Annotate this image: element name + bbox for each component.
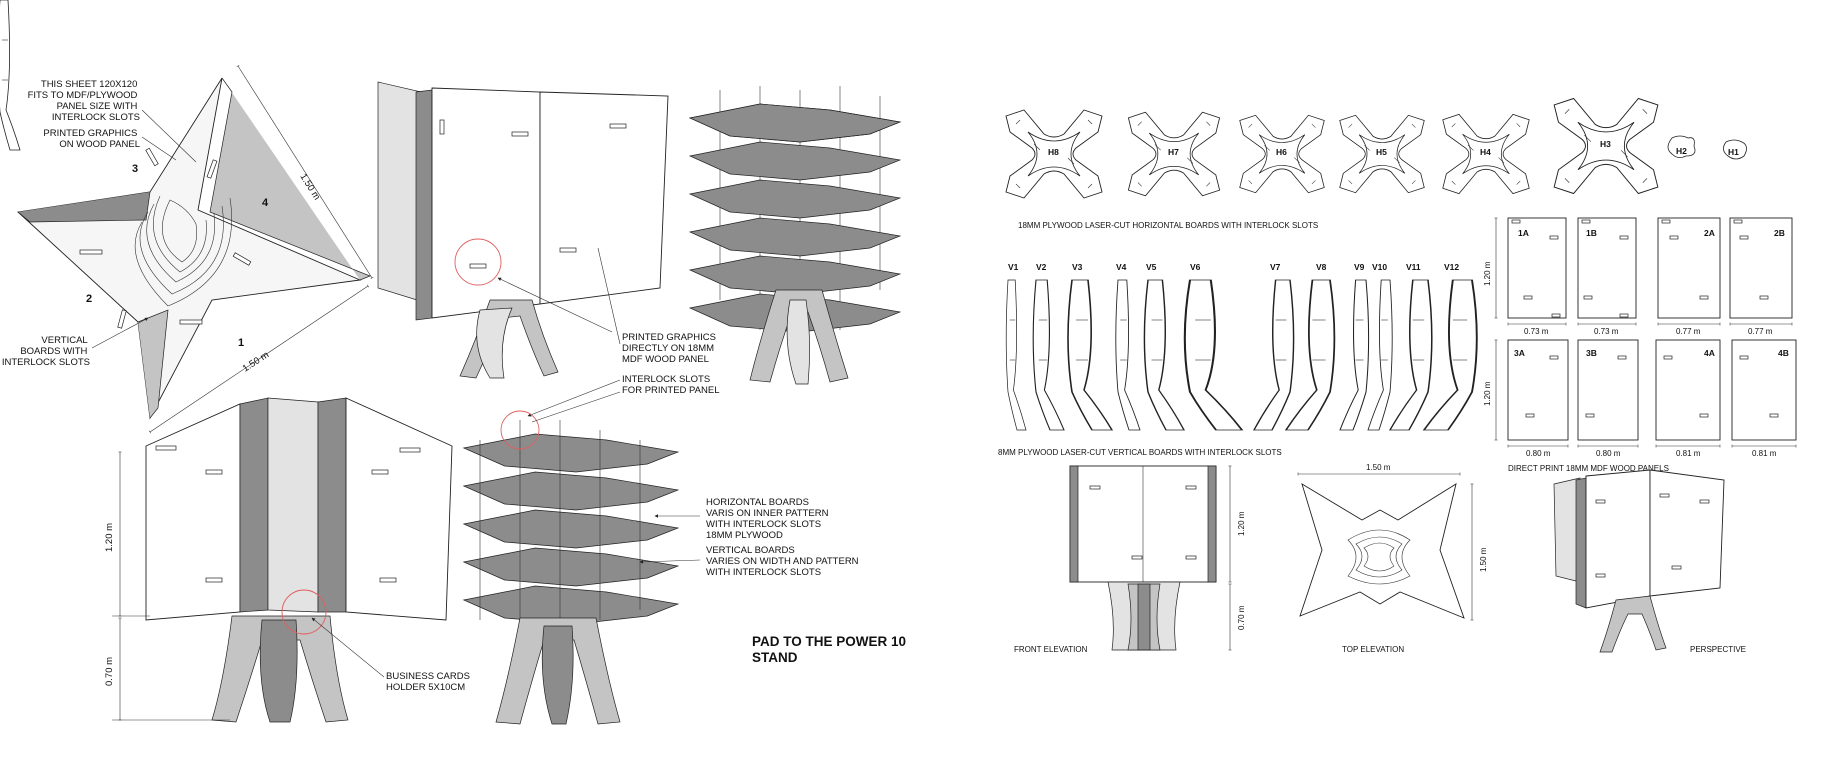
panel-label-1a: 1A: [1518, 228, 1529, 238]
dim-panel-row2-height: 1.20 m: [1483, 381, 1492, 406]
panel-width-2b: 0.77 m: [1748, 327, 1773, 336]
horizontal-boards-caption: 18MM PLYWOOD LASER-CUT HORIZONTAL BOARDS…: [1018, 221, 1318, 230]
note-business-cards: BUSINESS CARDS HOLDER 5X10CM: [386, 671, 473, 693]
panel-label-2a: 2A: [1704, 228, 1715, 238]
panel-label-2b: 2B: [1774, 228, 1785, 238]
board-label-v7: V7: [1270, 262, 1281, 272]
dim-height-top: 1.20 m: [104, 523, 115, 552]
drawing-title: PAD TO THE POWER 10 STAND: [752, 634, 910, 665]
board-label-v6: V6: [1190, 262, 1201, 272]
note-interlock: INTERLOCK SLOTS FOR PRINTED PANEL: [622, 374, 719, 396]
board-label-h4: H4: [1480, 147, 1491, 157]
board-label-h8: H8: [1048, 147, 1059, 157]
open-panel-front-view: 1.20 m 0.70 m: [104, 397, 453, 723]
skeleton-tower-view: [688, 86, 902, 385]
board-label-h2: H2: [1676, 146, 1687, 156]
top-elevation-view: 1.50 m 1.50 m TOP ELEVATION: [1297, 463, 1488, 654]
panel-label-4b: 4B: [1778, 348, 1789, 358]
panel-row-1: 1A 1B 2A 2B 0.73 m 0.73 m 0.77 m 0.77 m …: [1483, 217, 1793, 336]
board-label-h7: H7: [1168, 147, 1179, 157]
panel-width-1b: 0.73 m: [1594, 327, 1619, 336]
star-number-1: 1: [238, 337, 244, 349]
dim-height-base: 0.70 m: [104, 657, 115, 686]
board-label-v4: V4: [1116, 262, 1127, 272]
note-vertical-varies: VERTICAL BOARDS VARIES ON WIDTH AND PATT…: [706, 545, 861, 578]
panel-width-4b: 0.81 m: [1752, 449, 1777, 458]
board-label-h5: H5: [1376, 147, 1387, 157]
dim-top-height: 1.50 m: [1479, 547, 1488, 572]
perspective-view: PERSPECTIVE: [1553, 469, 1746, 654]
board-label-h3: H3: [1600, 139, 1611, 149]
view-label-top: TOP ELEVATION: [1342, 645, 1404, 654]
panel-label-4a: 4A: [1704, 348, 1715, 358]
skeleton-front-view: [463, 391, 701, 725]
board-label-h6: H6: [1276, 147, 1287, 157]
star-plan-view: 3 4 2 1 1.50 m 1.50 m: [17, 64, 374, 434]
vertical-boards-caption: 8MM PLYWOOD LASER-CUT VERTICAL BOARDS WI…: [998, 448, 1282, 457]
board-label-v10: V10: [1372, 262, 1387, 272]
view-label-perspective: PERSPECTIVE: [1690, 645, 1746, 654]
panel-width-1a: 0.73 m: [1524, 327, 1549, 336]
dim-top-width: 1.50 m: [1366, 463, 1391, 472]
note-printed-graphics: PRINTED GRAPHICS ON WOOD PANEL: [43, 128, 140, 150]
board-label-v9: V9: [1354, 262, 1365, 272]
dim-star-edge-b: 1.50 m: [241, 349, 271, 374]
board-label-v11: V11: [1406, 262, 1421, 272]
panel-width-3b: 0.80 m: [1596, 449, 1621, 458]
star-number-3: 3: [132, 163, 138, 175]
star-number-2: 2: [86, 293, 92, 305]
board-label-v1: V1: [1008, 262, 1019, 272]
dim-front-top: 1.20 m: [1237, 511, 1246, 536]
panel-label-1b: 1B: [1586, 228, 1597, 238]
note-vertical-boards: VERTICAL BOARDS WITH INTERLOCK SLOTS: [2, 335, 90, 368]
board-label-v12: V12: [1444, 262, 1459, 272]
panel-label-3a: 3A: [1514, 348, 1525, 358]
panel-width-4a: 0.81 m: [1676, 449, 1701, 458]
note-printed-direct: PRINTED GRAPHICS DIRECTLY ON 18MM MDF WO…: [622, 332, 719, 365]
open-panel-view: [377, 81, 669, 379]
star-number-4: 4: [262, 197, 269, 209]
panel-row-2: 3A 3B 4A 4B 0.80 m 0.80 m 0.81 m 0.81 m …: [1483, 339, 1797, 458]
board-label-h1: H1: [1728, 147, 1739, 157]
dim-front-base: 0.70 m: [1237, 605, 1246, 630]
panel-width-2a: 0.77 m: [1676, 327, 1701, 336]
horizontal-boards: H8 H7 H6 H5 H4 H3 H2 H1 18MM PLYWOOD LAS…: [1005, 97, 1747, 230]
view-label-front: FRONT ELEVATION: [1014, 645, 1088, 654]
board-label-v3: V3: [1072, 262, 1083, 272]
vertical-boards: V1 V2 V3 V4 V5 V6 V7 V8 V9 V10 V11 V12 8…: [0, 0, 1478, 457]
note-sheet: THIS SHEET 120X120 FITS TO MDF/PLYWOOD P…: [28, 79, 140, 123]
note-horizontal-varies: HORIZONTAL BOARDS VARIS ON INNER PATTERN…: [706, 497, 831, 541]
dim-panel-row1-height: 1.20 m: [1483, 261, 1492, 286]
panel-width-3a: 0.80 m: [1526, 449, 1551, 458]
panel-label-3b: 3B: [1586, 348, 1597, 358]
panels-caption: DIRECT PRINT 18MM MDF WOOD PANELS: [1508, 464, 1669, 473]
print-panels: 1A 1B 2A 2B 0.73 m 0.73 m 0.77 m 0.77 m …: [1483, 217, 1797, 473]
board-label-v2: V2: [1036, 262, 1047, 272]
board-label-v5: V5: [1146, 262, 1157, 272]
board-label-v8: V8: [1316, 262, 1327, 272]
front-elevation-view: 1.20 m 0.70 m FRONT ELEVATION: [1014, 465, 1246, 654]
